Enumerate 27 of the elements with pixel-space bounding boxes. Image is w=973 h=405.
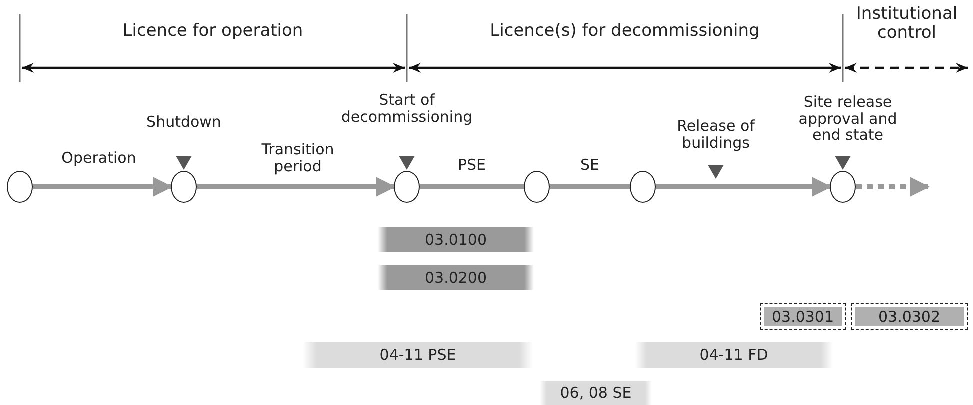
milestone-label: Shutdown (146, 114, 222, 130)
milestone-circle (630, 171, 656, 203)
milestone-circle (394, 171, 420, 203)
milestone-circle (7, 171, 33, 203)
bar: 04-11 PSE (303, 342, 533, 368)
bar: 03.0200 (378, 265, 534, 290)
milestone-circle (171, 171, 197, 203)
connector-line (550, 184, 630, 190)
period-label: Institutional control (855, 5, 959, 42)
arrow (856, 177, 930, 197)
edge-label: Operation (60, 150, 138, 167)
milestone-label: Start of decommissioning (340, 92, 474, 125)
arrow (656, 177, 832, 197)
milestone-label: Site release approval and end state (798, 94, 898, 144)
dashed-bar: 03.0301 (760, 303, 846, 330)
milestone-label: Release of buildings (676, 118, 756, 151)
period-label: Licence(s) for decommissioning (489, 22, 761, 41)
arrow (33, 177, 173, 197)
arrow (197, 177, 396, 197)
milestone-circle (830, 171, 856, 203)
bar: 06, 08 SE (540, 381, 652, 405)
dashed-bar: 03.0302 (851, 303, 968, 330)
period-label: Licence for operation (122, 22, 304, 41)
connector-line (420, 184, 524, 190)
bar: 04-11 FD (635, 342, 833, 368)
bar: 03.0100 (378, 227, 534, 252)
milestone-circle (524, 171, 550, 203)
